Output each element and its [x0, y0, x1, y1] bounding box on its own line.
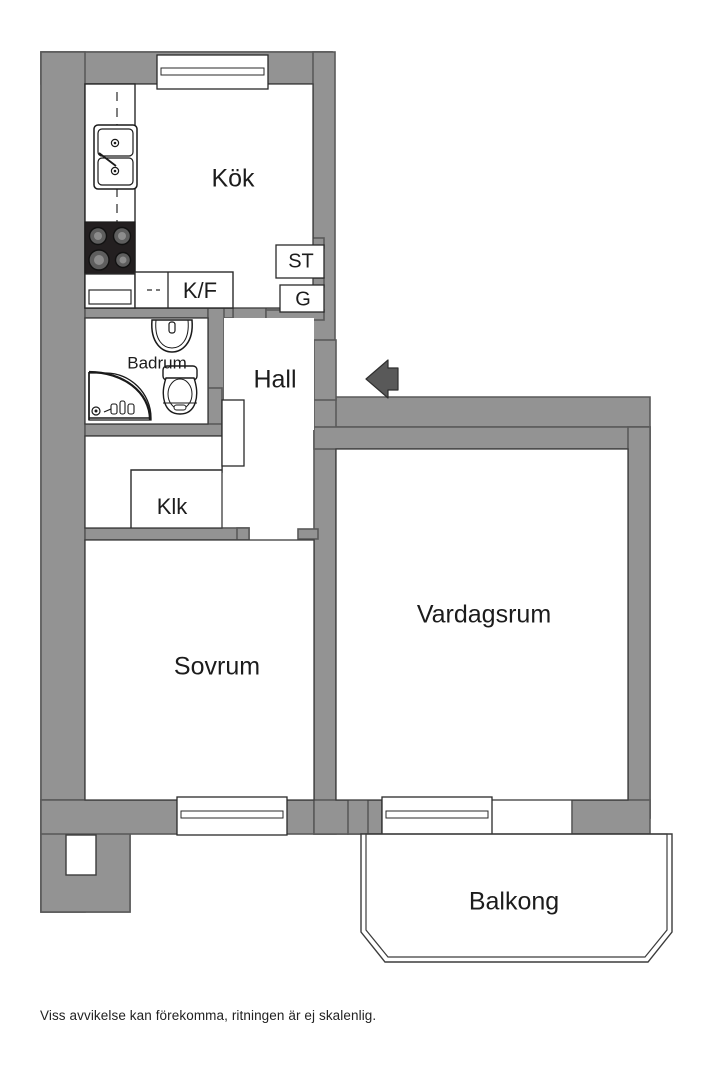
wall-vardagsrum-right — [627, 426, 651, 819]
hall-door-panel — [221, 399, 245, 467]
shower-fittings — [103, 400, 135, 415]
room-label-vardagsrum: Vardagsrum — [417, 601, 551, 629]
basin-faucet — [168, 321, 176, 334]
closet-panels — [130, 244, 325, 528]
stove-cooktop — [84, 221, 136, 275]
room-label-kf: K/F — [183, 278, 217, 303]
fridge-freezer-cabinet — [134, 271, 234, 309]
wall-left-exterior — [40, 51, 86, 913]
room-outlines — [84, 83, 629, 801]
wall-klk-stub-right — [236, 527, 250, 541]
balcony-outline — [360, 833, 673, 963]
wall-niche-recess — [65, 834, 97, 876]
outline-badrum — [84, 317, 209, 425]
floor-vardagsrum — [336, 449, 628, 800]
floor-klk — [85, 436, 222, 528]
closet-g — [279, 284, 325, 313]
kitchen-drawer — [88, 289, 132, 305]
room-label-sovrum: Sovrum — [174, 653, 260, 681]
room-label-kok: Kök — [211, 165, 255, 193]
room-label-g: G — [295, 288, 311, 310]
klk-shelf-line — [130, 469, 222, 528]
window-kitchen-top — [156, 54, 269, 90]
bathroom-washbasin — [151, 319, 193, 353]
wall-divider-stub — [297, 528, 319, 540]
outline-klk — [84, 435, 223, 529]
wall-klk-bottom — [84, 527, 250, 541]
room-label-klk: Klk — [157, 494, 189, 519]
room-label-balkong: Balkong — [469, 888, 559, 916]
wall-hall-vardagsrum-divider — [313, 396, 337, 835]
room-label-st: ST — [288, 250, 314, 272]
wall-vardagsrum-top — [313, 426, 651, 450]
wall-hall-entry-jog — [313, 339, 337, 401]
sink-faucet — [98, 152, 117, 167]
room-floors — [85, 84, 628, 800]
window-vardagsrum-bottom — [381, 796, 493, 836]
room-labels: Kök ST G K/F Badrum Hall Klk Sovrum Vard… — [127, 165, 559, 916]
floor-sovrum — [85, 540, 314, 800]
kitchen-fittings — [84, 83, 234, 309]
bathroom-fittings — [88, 319, 198, 421]
shower-enclosure — [88, 370, 152, 421]
kitchen-sink — [93, 124, 138, 190]
wall-vardagsrum-bottom-right — [571, 799, 651, 835]
disclaimer-text: Viss avvikelse kan förekomma, ritningen … — [40, 1008, 377, 1023]
room-label-badrum: Badrum — [127, 353, 187, 372]
wall-badrum-bottom — [84, 423, 223, 437]
closet-st — [275, 244, 325, 279]
room-label-hall: Hall — [253, 366, 296, 394]
window-sovrum-bottom — [176, 796, 288, 836]
toilet — [162, 365, 198, 415]
entrance-direction-arrow — [365, 359, 399, 399]
windows — [156, 54, 493, 836]
